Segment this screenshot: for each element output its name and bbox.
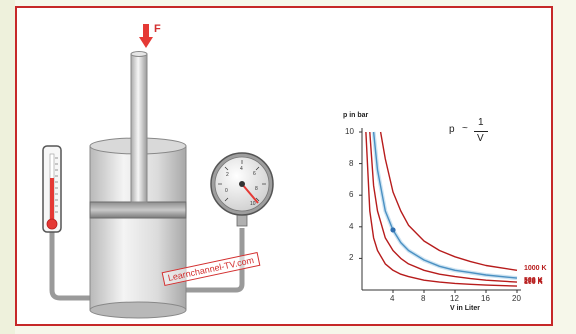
pressure-gauge-icon: 4 6 8 2 0 10	[210, 152, 274, 227]
series-label: 500 K	[524, 277, 543, 285]
y-tick-label: 8	[349, 158, 354, 168]
force-arrow-icon	[139, 24, 153, 48]
force-label: F	[154, 23, 161, 35]
formula-fraction-bar	[474, 131, 488, 132]
x-tick-label: 12	[450, 294, 459, 303]
pipe-thermometer	[49, 232, 92, 301]
series-line	[365, 131, 518, 287]
svg-text:0: 0	[225, 188, 228, 194]
svg-text:10: 10	[250, 201, 256, 207]
x-tick-label: 16	[481, 294, 490, 303]
x-tick-label: 8	[421, 294, 426, 303]
series-label: 100 K	[524, 279, 543, 287]
state-marker	[390, 227, 396, 233]
y-tick-label: 2	[349, 253, 354, 263]
svg-text:2: 2	[226, 172, 229, 178]
x-tick-label: 20	[512, 294, 521, 303]
series-line	[369, 131, 518, 283]
series-glow	[371, 131, 518, 281]
svg-text:8: 8	[255, 186, 258, 192]
series-label: 273 K	[524, 278, 543, 286]
y-tick-label: 4	[349, 221, 354, 231]
y-tick-label: 6	[349, 190, 354, 200]
formula-denominator: V	[477, 133, 484, 144]
formula-tilde: ~	[462, 123, 468, 134]
pipe-gauge	[185, 228, 245, 293]
y-tick-label: 10	[345, 127, 354, 136]
series-line	[379, 131, 518, 271]
background-strip	[0, 0, 15, 334]
series-label: 1000 K	[524, 265, 547, 273]
svg-text:6: 6	[253, 171, 256, 177]
thermometer-icon	[42, 145, 62, 233]
x-tick-label: 4	[390, 294, 395, 303]
y-axis-title: p in bar	[343, 112, 369, 119]
formula-p: p	[449, 124, 455, 135]
x-axis-title: V in Liter	[450, 305, 480, 312]
formula-numerator: 1	[478, 117, 484, 128]
svg-text:4: 4	[240, 166, 243, 172]
series-line	[372, 131, 518, 279]
